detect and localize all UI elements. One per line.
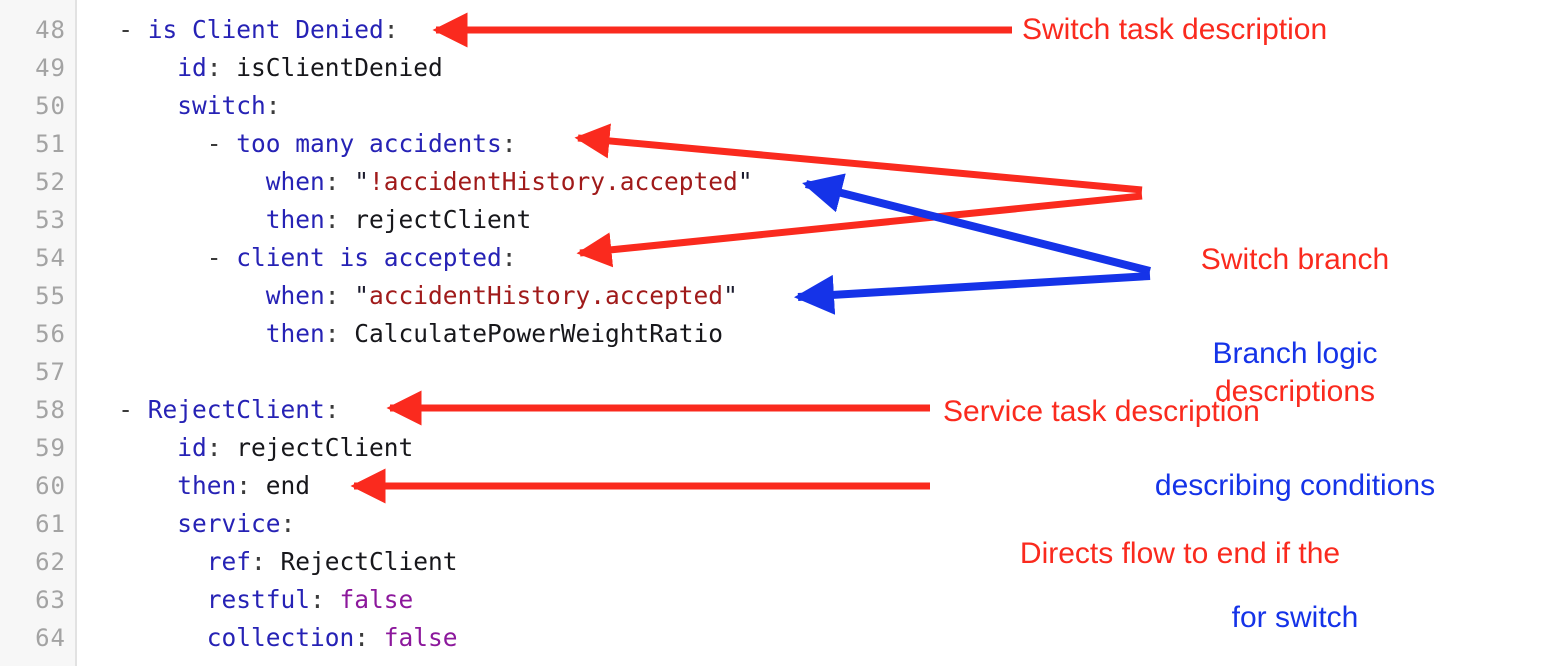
code-token-key: then xyxy=(265,205,325,234)
code-token-punct: : xyxy=(236,471,266,500)
code-token-punct: : xyxy=(310,585,340,614)
code-token-str: !accidentHistory.accepted xyxy=(369,167,738,196)
code-token-key: id xyxy=(177,433,207,462)
code-token-key: when xyxy=(265,167,325,196)
line-number: 59 xyxy=(35,434,66,462)
code-line[interactable]: - RejectClient: xyxy=(118,391,339,429)
code-token-punct: : xyxy=(265,91,281,120)
code-token-plain: isClientDenied xyxy=(236,53,443,82)
line-number: 52 xyxy=(35,168,66,196)
annotation-switch-task-description: Switch task description xyxy=(1022,13,1328,46)
line-number: 50 xyxy=(35,92,66,120)
code-line[interactable]: then: end xyxy=(177,467,310,505)
code-token-key: RejectClient xyxy=(147,395,325,424)
line-number: 63 xyxy=(35,586,66,614)
annotation-branch-logic: Branch logic describing conditions for s… xyxy=(1110,244,1480,666)
code-line[interactable]: - too many accidents: xyxy=(207,125,517,163)
code-line[interactable]: ref: RejectClient xyxy=(207,543,458,581)
line-number: 48 xyxy=(35,16,66,44)
code-token-quote: " xyxy=(354,281,370,310)
code-token-plain: CalculatePowerWeightRatio xyxy=(354,319,724,348)
annotation-switch-branch-line-1: Switch branch xyxy=(1200,243,1390,276)
code-token-punct: : xyxy=(324,205,355,234)
code-token-str: accidentHistory.accepted xyxy=(369,281,724,310)
line-number: 57 xyxy=(35,358,66,386)
code-token-punct: : xyxy=(251,547,281,576)
line-number: 49 xyxy=(35,54,66,82)
code-token-bool: false xyxy=(339,585,414,614)
code-token-plain: RejectClient xyxy=(280,547,458,576)
line-number: 64 xyxy=(35,624,66,652)
code-token-quote: " xyxy=(723,281,738,310)
line-number: 61 xyxy=(35,510,66,538)
line-number: 56 xyxy=(35,320,66,348)
code-token-key: ref xyxy=(206,547,252,576)
code-token-punct: : xyxy=(501,129,517,158)
line-number: 51 xyxy=(35,130,66,158)
line-number: 65 xyxy=(0,657,66,666)
code-token-key: then xyxy=(265,319,325,348)
code-line[interactable]: when: "accidentHistory.accepted" xyxy=(266,277,738,315)
code-token-quote: " xyxy=(354,167,370,196)
code-token-dash: - xyxy=(118,395,148,424)
code-token-punct: : xyxy=(354,623,384,652)
annotation-service-task-description: Service task description xyxy=(943,395,1260,428)
code-token-punct: : xyxy=(324,395,340,424)
code-token-punct: : xyxy=(324,167,355,196)
code-token-punct: : xyxy=(383,15,399,44)
annotation-switch-branch-descriptions: Switch branch descriptions xyxy=(1130,150,1460,502)
code-token-key: when xyxy=(265,281,325,310)
code-token-punct: : xyxy=(280,509,296,538)
code-token-plain: rejectClient xyxy=(354,205,532,234)
line-number: 58 xyxy=(35,396,66,424)
editor-gutter: 48 49 50 51 52 53 54 55 56 57 58 59 60 61 62 63 64 65 xyxy=(0,0,77,666)
code-token-key: switch xyxy=(177,91,266,120)
code-line[interactable]: id: isClientDenied xyxy=(177,49,443,87)
code-token-key: is Client Denied xyxy=(147,15,384,44)
code-token-punct: : xyxy=(501,243,517,272)
code-token-punct: : xyxy=(324,319,355,348)
code-line[interactable]: id: rejectClient xyxy=(177,429,413,467)
code-line[interactable]: - client is accepted: xyxy=(207,239,517,277)
code-token-dash: - xyxy=(118,15,148,44)
code-token-bool: false xyxy=(383,623,458,652)
code-token-key: then xyxy=(177,471,237,500)
code-token-key: id xyxy=(177,53,207,82)
line-number: 60 xyxy=(35,472,66,500)
code-line[interactable]: restful: false xyxy=(207,581,414,619)
annotation-branch-logic-line-2: describing conditions xyxy=(1154,469,1436,502)
code-token-punct: : xyxy=(206,53,237,82)
annotation-directs-flow: Directs flow to end if the output of acc… xyxy=(930,444,1430,666)
code-line[interactable]: when: "!accidentHistory.accepted" xyxy=(266,163,753,201)
code-token-plain: end xyxy=(265,471,311,500)
code-line[interactable]: service: xyxy=(177,505,295,543)
code-line[interactable]: switch: xyxy=(177,87,280,125)
code-line[interactable]: collection: false xyxy=(207,619,458,657)
code-token-quote: " xyxy=(737,167,753,196)
code-line[interactable]: then: rejectClient xyxy=(266,201,532,239)
code-token-punct: : xyxy=(206,433,237,462)
code-token-key: collection xyxy=(206,623,355,652)
code-token-dash: - xyxy=(206,129,237,158)
code-token-dash: - xyxy=(206,243,237,272)
code-token-key: restful xyxy=(206,585,311,614)
code-token-key: service xyxy=(177,509,281,538)
code-line[interactable]: then: CalculatePowerWeightRatio xyxy=(266,315,723,353)
annotation-switch-branch-line-2: descriptions xyxy=(1214,375,1376,408)
line-number: 54 xyxy=(35,244,66,272)
code-token-key: too many accidents xyxy=(236,129,502,158)
code-token-punct: : xyxy=(324,281,355,310)
line-number: 62 xyxy=(35,548,66,576)
annotation-directs-flow-line-1: Directs flow to end if the xyxy=(1019,537,1341,570)
code-token-key: client is accepted xyxy=(236,243,502,272)
code-line[interactable]: - is Client Denied: xyxy=(118,11,398,49)
code-token-plain: rejectClient xyxy=(236,433,414,462)
annotation-branch-logic-line-1: Branch logic xyxy=(1212,337,1378,370)
line-number: 55 xyxy=(35,282,66,310)
annotation-branch-logic-line-3: for switch xyxy=(1231,601,1359,634)
line-number: 53 xyxy=(35,206,66,234)
